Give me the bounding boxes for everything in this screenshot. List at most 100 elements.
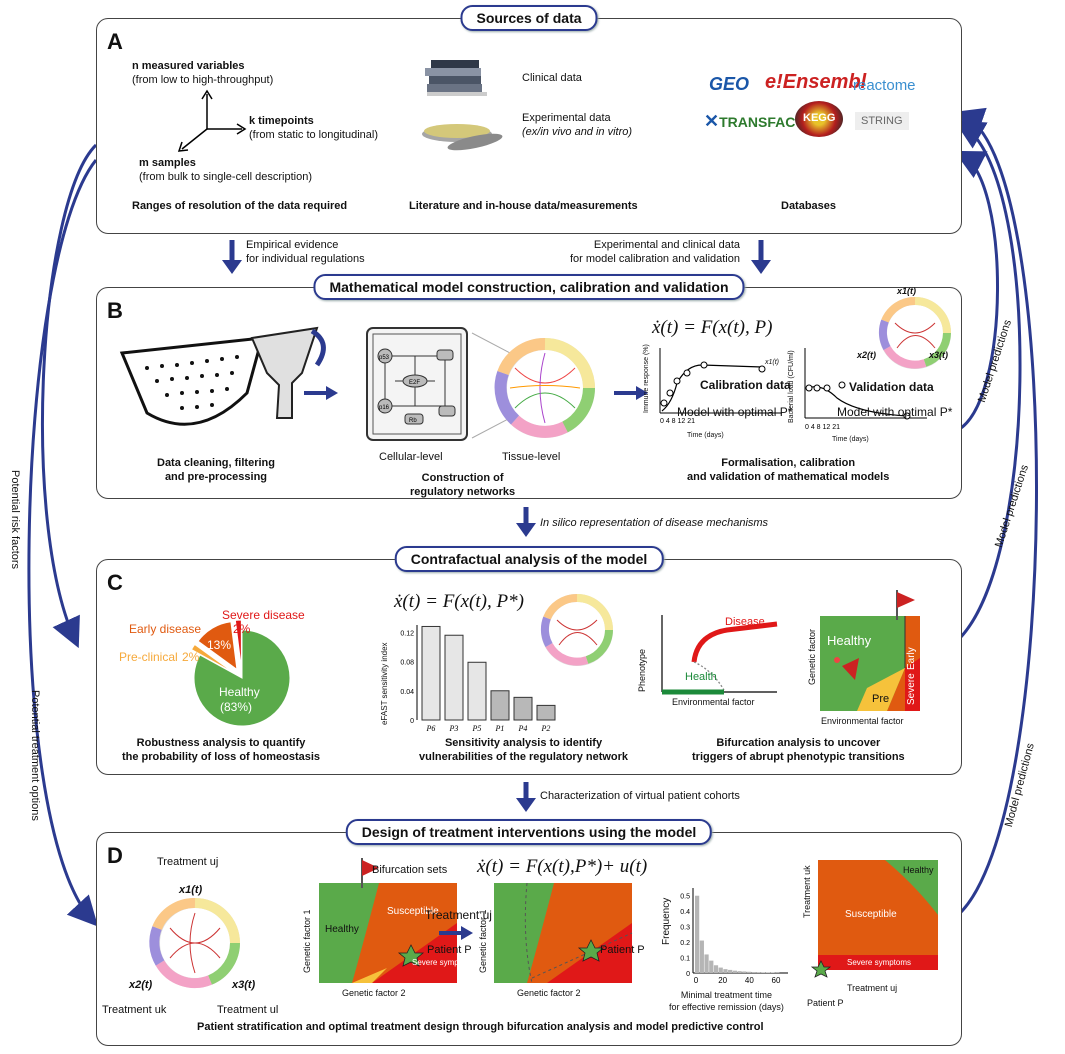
col1-caption-a: Ranges of resolution of the data require… (132, 200, 348, 212)
sens-xtick: P4 (518, 724, 528, 733)
k-time-label: k timepoints (249, 115, 314, 127)
panel-a: Sources of data A n measured variables(f… (96, 5, 962, 234)
bif-disease: Disease (725, 616, 765, 628)
sens-ytick: 0.04 (400, 689, 414, 696)
b-x3: x3(t) (929, 350, 949, 360)
hist-bar (756, 972, 761, 973)
tm-patient: Patient P (807, 998, 844, 1008)
map-ylabel: Genetic factor (807, 628, 817, 685)
d-treat-uk: Treatment uk (102, 1004, 167, 1016)
panel-d: Design of treatment interventions using … (96, 819, 962, 1046)
col2-caption-b: Construction of regulatory networks (410, 472, 516, 499)
bif-health: Health (685, 671, 717, 683)
panel-a-title: Sources of data (460, 5, 598, 31)
tissue-label: Tissue-level (502, 451, 561, 463)
panel-c-title: Contrafactual analysis of the model (394, 546, 664, 572)
calib-ylabel: Immune response (%) (643, 344, 650, 413)
hist-ytick: 0.1 (680, 956, 690, 963)
severe-label: Severe disease (222, 608, 305, 622)
sens-ytick: 0.12 (400, 630, 414, 637)
panel-b-letter: B (107, 298, 123, 323)
panel-c-letter: C (107, 570, 123, 595)
bif-ylabel: Phenotype (637, 648, 647, 692)
map-xlabel: Environmental factor (821, 716, 904, 726)
col2-caption-a: Literature and in-house data/measurement… (409, 200, 638, 212)
tissue-network (494, 337, 595, 438)
bifurcation-plot (661, 615, 778, 695)
col3-caption-c: Bifurcation analysis to uncover triggers… (692, 737, 905, 764)
col2-caption-c: Sensitivity analysis to identify vulnera… (419, 737, 629, 764)
tm-severe: Severe symptoms (847, 958, 912, 967)
arrow-b2 (614, 386, 648, 400)
valid-model: Model with optimal P* (837, 405, 953, 419)
treatment-arrow (27, 159, 99, 927)
hist-ytick: 0 (686, 971, 690, 978)
cellular-network: p53 E2F p16 Rb (366, 327, 468, 441)
svg-text:p16: p16 (379, 405, 390, 411)
bif-sets-label: Bifurcation sets (372, 864, 448, 876)
equation-d: ẋ(t) = F(x(t),P*)+ u(t) (477, 856, 648, 877)
calib-label: Calibration data (700, 378, 791, 392)
hist-xtick: 0 (694, 976, 699, 985)
sens-bar-P4 (513, 696, 533, 721)
m-samples-sub: (from bulk to single-cell description) (139, 171, 313, 184)
geo-logo: GEO (709, 74, 750, 94)
hist-bar (695, 895, 700, 973)
panel-c: Contrafactual analysis of the model C Se… (96, 546, 962, 775)
network-wheel-d (149, 898, 240, 989)
experimental-sub: (ex/in vivo and in vitro) (522, 126, 633, 139)
string-logo: STRING (855, 112, 909, 130)
sens-bar-P1 (490, 690, 510, 721)
valid-ylabel: Bacterial load (CFU/ml) (788, 350, 795, 423)
d-healthy-1: Healthy (325, 924, 359, 935)
books-icon (422, 60, 503, 151)
d-severe-1: Severe symptoms (412, 958, 477, 967)
hist-bar (742, 971, 747, 973)
risk-arrow (40, 143, 98, 649)
map-early: Early (906, 647, 917, 670)
hist-bar (723, 969, 728, 973)
caption-d: Patient stratification and optimal treat… (197, 1021, 764, 1033)
healthy-pct: (83%) (220, 700, 253, 714)
d-patient-2: Patient P (600, 944, 645, 956)
sens-bar-P3 (444, 634, 464, 721)
sens-xtick: P6 (426, 724, 436, 733)
sens-ylabel: eFAST sensitivity index (380, 642, 389, 725)
hist-ytick: 0.3 (680, 925, 690, 932)
sens-ytick: 0 (410, 718, 414, 725)
hist-xtick: 40 (745, 976, 754, 985)
bc-text: In silico representation of disease mech… (540, 517, 769, 529)
hist-bar (699, 940, 704, 973)
validation-chart: 0 4 8 12 21 (804, 348, 927, 431)
hist-bar (751, 972, 756, 973)
pie-slice-severe-disease (234, 619, 242, 669)
sens-xtick: P2 (541, 724, 551, 733)
pie-slice-pre-clinical (190, 643, 234, 674)
sens-xtick: P3 (449, 724, 459, 733)
k-time-sub: (from static to longitudinal) (249, 129, 378, 142)
risk-label: Potential risk factors (9, 470, 21, 570)
pie-chart (190, 619, 291, 727)
hist-ytick: 0.4 (680, 909, 690, 916)
col3-caption-b: Formalisation, calibration and validatio… (687, 457, 890, 484)
svg-text:0 4 8 12 21: 0 4 8 12 21 (660, 418, 695, 425)
d-gf1-2: Genetic factor 1 (478, 909, 488, 973)
tm-susceptible: Susceptible (845, 909, 897, 920)
hist-ytick: 0.5 (680, 894, 690, 901)
hist-bar (718, 967, 723, 973)
prediction-arrow-c (954, 120, 1022, 642)
n-vars-sub: (from low to high-throughput) (132, 74, 274, 87)
hist-xtick: 60 (772, 976, 781, 985)
severe-pct: 2% (233, 622, 251, 636)
treatment-map (810, 860, 938, 978)
svg-text:Rb: Rb (409, 418, 417, 424)
sens-bar-P6 (421, 625, 441, 721)
hist-bar (713, 965, 719, 973)
b-x1: x1(t) (897, 286, 917, 296)
equation-c: ẋ(t) = F(x(t), P*) (394, 591, 524, 612)
equation-b: ẋ(t) = F(x(t), P) (652, 317, 773, 338)
pre-label: Pre-clinical (119, 650, 178, 664)
d-gf2-1: Genetic factor 2 (342, 988, 406, 998)
